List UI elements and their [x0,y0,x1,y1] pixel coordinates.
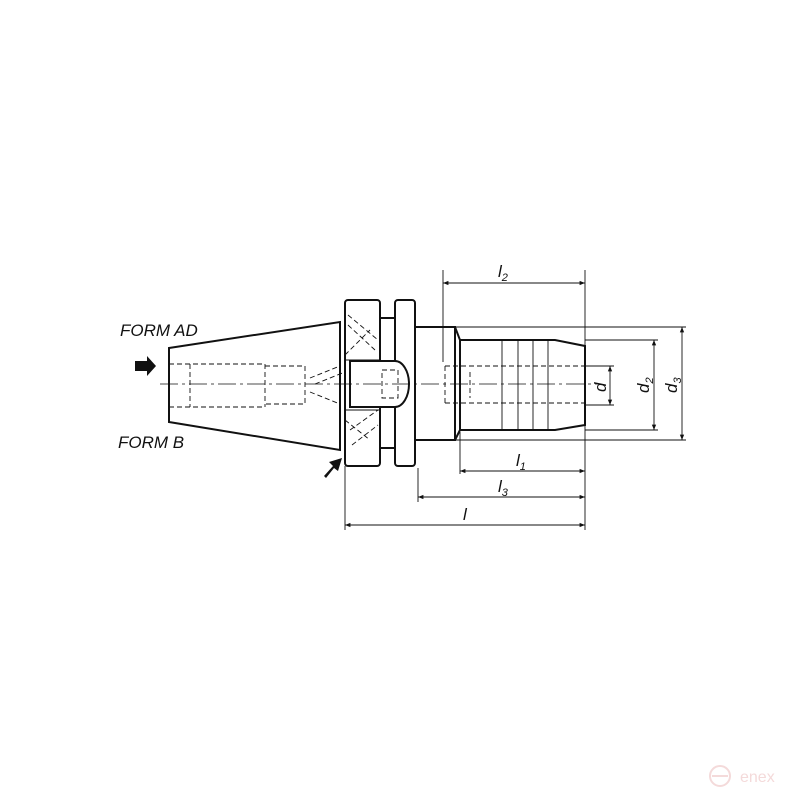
dim-l-label: l [463,505,468,524]
dim-l1-label: l1 [516,451,526,473]
arrow-form-b-icon [324,458,342,478]
dim-d3-subscript: 3 [672,377,684,384]
dim-d-label: d [591,382,610,392]
extension-lines [344,270,686,530]
dim-l2-label: l2 [498,262,508,284]
clamping-body [444,339,586,431]
dim-l3-symbol: l [498,477,503,496]
dim-d3-symbol: d [662,383,681,393]
dim-d2-label: d2 [634,377,656,393]
dimension-lines [345,280,685,528]
dim-l1-subscript: 1 [520,461,526,473]
dim-l3-subscript: 3 [502,487,509,499]
dim-d2-subscript: 2 [644,377,656,384]
dim-l2-subscript: 2 [501,272,508,284]
enex-logo: enex [709,765,775,787]
form-b-label: FORM B [118,433,184,452]
dim-l3-label: l3 [498,477,509,499]
svg-text:enex: enex [740,769,775,786]
dim-d2-symbol: d [634,383,653,393]
collar [414,326,461,441]
form-ad-label: FORM AD [120,321,198,340]
dim-d3-label: d3 [662,377,684,393]
dim-l2-symbol: l [498,262,503,281]
arrow-form-ad-icon [135,356,156,376]
taper-shank [168,320,346,452]
dim-l1-symbol: l [516,451,521,470]
